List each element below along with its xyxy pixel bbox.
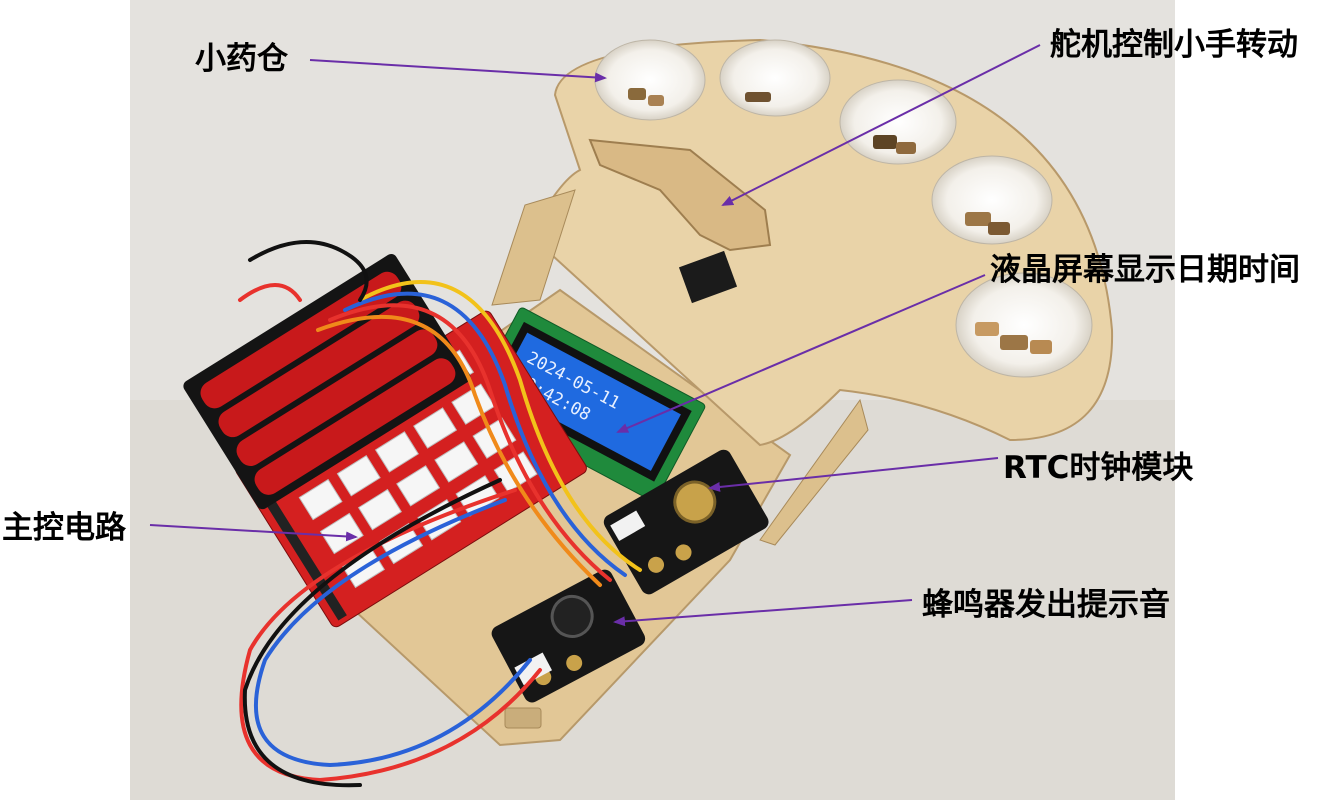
lcd-screen: [497, 332, 681, 471]
servo-hand: [588, 138, 772, 252]
buzzer-module: [491, 569, 646, 703]
arrow-main-controller: [149, 524, 358, 542]
annotation-arrows: [149, 44, 1041, 627]
label-servo-hand: 舵机控制小手转动: [1050, 27, 1298, 63]
jumper-wires: [238, 240, 642, 788]
medicine-cup: [719, 39, 831, 117]
tray-support-right: [759, 398, 869, 546]
label-buzzer: 蜂鸣器发出提示音: [922, 587, 1170, 623]
arrow-servo-hand: [721, 44, 1041, 206]
medicine-cup: [931, 155, 1053, 245]
tray-support-left: [491, 189, 576, 306]
label-main-controller: 主控电路: [2, 510, 126, 546]
label-rtc-module: RTC时钟模块: [1003, 450, 1194, 486]
medicine-cup: [955, 272, 1093, 378]
arrow-rtc-module: [708, 457, 999, 492]
lcd-module: 2024-05-11 09:42:08: [470, 307, 706, 502]
servo-motor: [678, 250, 738, 304]
label-lcd-display: 液晶屏幕显示日期时间: [990, 252, 1300, 288]
arrow-medicine-bin: [309, 59, 607, 83]
label-medicine-bin: 小药仓: [195, 41, 288, 77]
arrow-lcd-display: [616, 274, 986, 433]
arrow-buzzer: [613, 599, 913, 627]
medicine-cup: [594, 39, 706, 121]
